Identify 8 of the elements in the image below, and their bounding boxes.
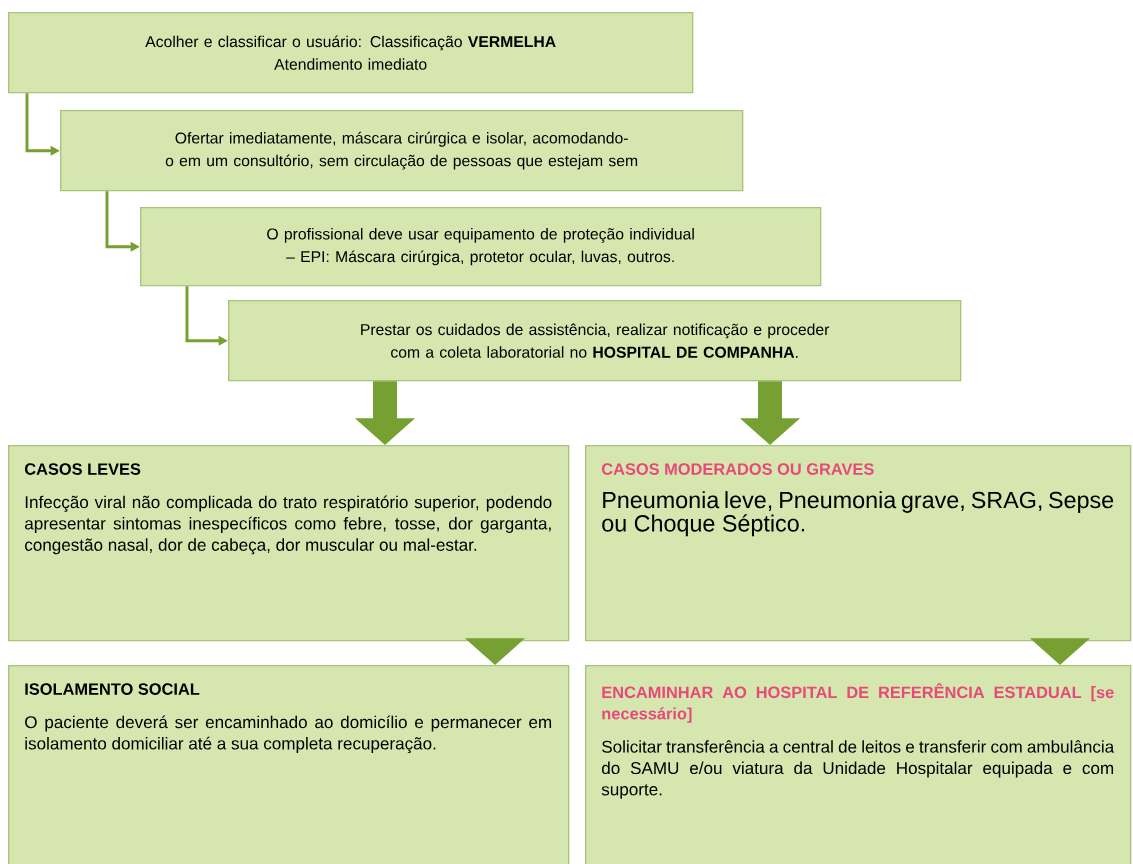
content-box: CASOS MODERADOS OU GRAVES Pneumonia leve, Pneumonia grave, SRAG, Sepse ou Choque Séptico.	[585, 445, 1132, 642]
process-box: Ofertar imediatamente, máscara cirúrgica e isolar, acomodando-o em um consultório, sem circulação de pessoas que estejam sem	[60, 110, 744, 192]
content-box: CASOS LEVES Infecção viral não complicada do trato respiratório superior, podendo apresentar sintomas inespecíficos como febre, tosse, dor garganta, congestão nasal, dor de cabeça, dor muscular ou mal-estar.	[8, 445, 570, 642]
process-box: Acolher e classificar o usuário: Classificação VERMELHA Atendimento imediato	[8, 12, 694, 94]
process-box: Prestar os cuidados de assistência, realizar notificação e proceder com a coleta laboratorial no HOSPITAL DE COMPANHA.	[228, 300, 962, 382]
content-box: ISOLAMENTO SOCIAL O paciente deverá ser encaminhado ao domicílio e permanecer em isolamento domiciliar até a sua completa recuperação.	[8, 665, 570, 864]
process-box: O profissional deve usar equipamento de proteção individual – EPI: Máscara cirúrgica, protetor ocular, luvas, outros.	[140, 207, 822, 287]
content-box: ENCAMINHAR AO HOSPITAL DE REFERÊNCIA ESTADUAL [se necessário] Solicitar transferência a central de leitos e transferir com ambulância do SAMU e/ou viatura da Unidade Hospitalar equipada e com suporte.	[585, 665, 1132, 864]
